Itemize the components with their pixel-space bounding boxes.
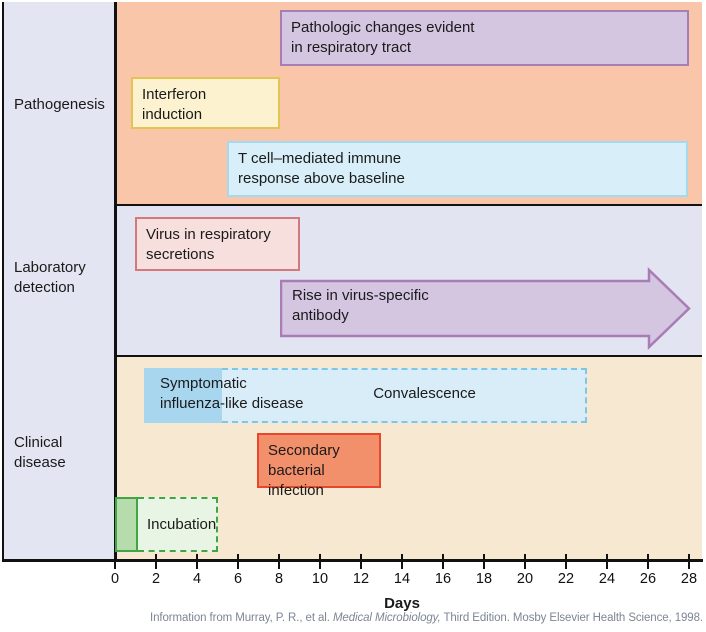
incubation-label: Incubation	[147, 516, 217, 533]
incubation-solid-box	[115, 497, 138, 552]
axis-tick-label: 10	[311, 571, 329, 587]
symptomatic-solid-box	[144, 368, 222, 423]
band-separator-line	[114, 355, 702, 357]
axis-tick-label: 14	[393, 571, 411, 587]
axis-tick-label: 16	[434, 571, 452, 587]
axis-tick-label: 18	[475, 571, 493, 587]
interferon-induction-label: Interferon induction	[142, 86, 207, 123]
axis-tick-label: 28	[680, 571, 698, 587]
virus-secretions-box: Virus in respiratory secretions	[135, 217, 300, 271]
axis-tick-label: 0	[110, 571, 120, 587]
symptomatic-disease-label: Symptomatic influenza-like disease	[160, 375, 304, 412]
axis-tick-label: 22	[557, 571, 575, 587]
tcell-response-box: T cell–mediated immune response above ba…	[227, 141, 688, 197]
virus-secretions-label: Virus in respiratory secretions	[146, 226, 271, 263]
incubation-dashed-box: Incubation	[138, 497, 218, 552]
antibody-rise-label: Rise in virus-specific antibody	[292, 287, 429, 324]
axis-tick-label: 20	[516, 571, 534, 587]
axis-tick-label: 24	[598, 571, 616, 587]
antibody-rise-arrow	[280, 267, 691, 350]
x-axis-title: Days	[384, 595, 420, 612]
axis-tick-label: 2	[151, 571, 161, 587]
tcell-response-label: T cell–mediated immune response above ba…	[238, 150, 405, 187]
pathologic-changes-label: Pathologic changes evident in respirator…	[291, 19, 475, 56]
source-caption: Information from Murray, P. R., et al. M…	[150, 612, 703, 624]
row-label-pathogenesis: Pathogenesis	[14, 96, 105, 113]
row-label-clinical: Clinical disease	[14, 434, 66, 471]
interferon-induction-box: Interferon induction	[131, 77, 280, 129]
pathologic-changes-box: Pathologic changes evident in respirator…	[280, 10, 689, 66]
secondary-infection-label: Secondary bacterial infection	[268, 442, 340, 499]
convalescence-label: Convalescence	[373, 385, 476, 402]
axis-tick-label: 26	[639, 571, 657, 587]
axis-tick-label: 8	[274, 571, 284, 587]
source-caption-italic: Medical Microbiology,	[332, 612, 441, 624]
source-caption-prefix: Information from Murray, P. R., et al.	[150, 612, 333, 624]
axis-divider-line	[114, 2, 117, 561]
axis-tick-label: 4	[192, 571, 202, 587]
axis-tick-label: 6	[233, 571, 243, 587]
row-label-column: Pathogenesis Laboratory detection Clinic…	[2, 2, 117, 559]
right-arrow-shape	[280, 267, 691, 350]
row-label-laboratory: Laboratory detection	[14, 259, 86, 296]
source-caption-suffix: Third Edition. Mosby Elsevier Health Sci…	[440, 612, 703, 624]
band-separator-line	[114, 204, 702, 206]
secondary-infection-box: Secondary bacterial infection	[257, 433, 381, 499]
axis-tick-label: 12	[352, 571, 370, 587]
convalescence-dashed-box	[222, 368, 587, 423]
x-axis-line	[2, 559, 703, 562]
